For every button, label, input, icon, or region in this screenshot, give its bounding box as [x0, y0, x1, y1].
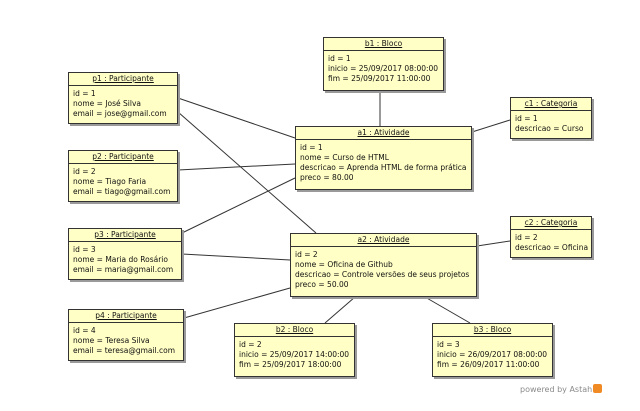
object-attribute: email = maria@gmail.com: [73, 265, 174, 274]
link-b3-a2: [424, 296, 471, 324]
object-attribute: nome = Tiago Faria: [73, 177, 147, 186]
object-attribute: descricao = Curso: [515, 124, 584, 133]
object-attribute: descricao = Oficina: [515, 243, 589, 252]
object-title: b3 : Bloco: [433, 324, 552, 337]
object-attribute: id = 2: [239, 340, 262, 349]
object-attribute: email = jose@gmail.com: [73, 109, 167, 118]
object-attribute: descricao = Aprenda HTML de forma prátic…: [300, 163, 467, 172]
object-attribute: inicio = 26/09/2017 08:00:00: [437, 350, 548, 359]
object-attribute: email = tiago@gmail.com: [73, 187, 171, 196]
object-attribute: inicio = 25/09/2017 14:00:00: [239, 350, 350, 359]
object-attribute: descricao = Controle versões de seus pro…: [295, 270, 470, 279]
object-title: p4 : Participante: [69, 310, 183, 323]
object-title: a2 : Atividade: [291, 234, 476, 247]
object-attribute: fim = 26/09/2017 11:00:00: [437, 360, 540, 369]
object-attribute: id = 1: [73, 89, 96, 98]
object-attribute: id = 3: [437, 340, 460, 349]
object-attribute: nome = Curso de HTML: [300, 153, 389, 162]
link-c2-a2: [476, 240, 511, 247]
object-attribute: fim = 25/09/2017 18:00:00: [239, 360, 342, 369]
object-attribute: nome = Maria do Rosário: [73, 255, 168, 264]
link-c1-a1: [471, 119, 511, 133]
object-attribute: id = 2: [73, 167, 96, 176]
link-p3-a2: [181, 253, 291, 261]
object-attribute: id = 1: [300, 143, 323, 152]
object-attribute: id = 4: [73, 326, 96, 335]
object-title: p3 : Participante: [69, 229, 181, 242]
object-attribute: email = teresa@gmail.com: [73, 346, 176, 355]
link-p1-a1: [177, 97, 296, 139]
object-title: b1 : Bloco: [324, 38, 443, 51]
object-title: b2 : Bloco: [235, 324, 354, 337]
object-attribute: preco = 50.00: [295, 280, 349, 289]
object-title: a1 : Atividade: [296, 127, 471, 140]
link-p3-a1: [181, 177, 296, 234]
link-p2-a1: [177, 163, 296, 171]
object-title: c2 : Categoria: [511, 217, 591, 230]
link-b2-a2: [324, 296, 356, 324]
object-attribute: nome = José Silva: [73, 99, 141, 108]
object-attribute: id = 2: [515, 233, 538, 242]
object-title: c1 : Categoria: [511, 98, 591, 111]
link-p4-a2: [183, 287, 291, 319]
object-attribute: preco = 80.00: [300, 173, 354, 182]
object-attribute: id = 1: [515, 114, 538, 123]
object-attribute: fim = 25/09/2017 11:00:00: [328, 74, 431, 83]
object-attribute: nome = Oficina de Github: [295, 260, 393, 269]
object-attribute: nome = Teresa Silva: [73, 336, 150, 345]
object-attribute: inicio = 25/09/2017 08:00:00: [328, 64, 439, 73]
object-title: p2 : Participante: [69, 151, 177, 164]
object-attribute: id = 3: [73, 245, 96, 254]
link-p1-a2: [177, 111, 317, 234]
astah-logo-icon: [593, 384, 603, 393]
astah-watermark: powered by Astah: [520, 384, 603, 394]
object-attribute: id = 2: [295, 250, 318, 259]
object-title: p1 : Participante: [69, 73, 177, 86]
watermark-text: powered by Astah: [520, 385, 593, 394]
object-attribute: id = 1: [328, 54, 351, 63]
